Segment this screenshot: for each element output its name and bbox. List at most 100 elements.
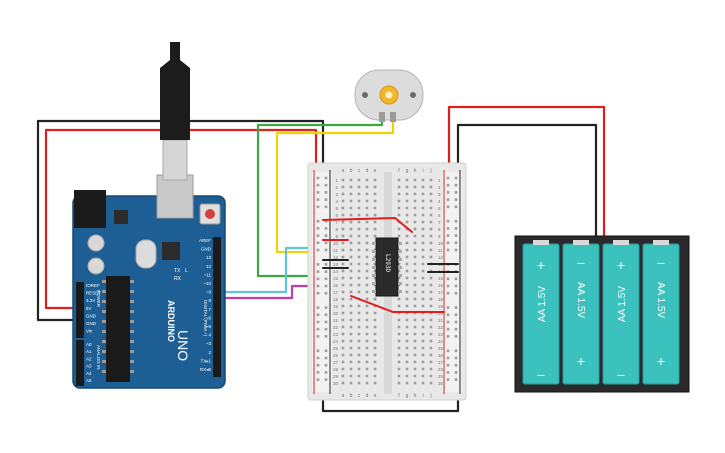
rail-hole[interactable]	[446, 335, 450, 338]
breadboard-hole[interactable]	[365, 248, 369, 252]
rail-hole[interactable]	[454, 306, 458, 309]
breadboard-hole[interactable]	[357, 234, 361, 238]
breadboard-hole[interactable]	[405, 367, 409, 371]
breadboard-hole[interactable]	[349, 290, 353, 294]
rail-hole[interactable]	[316, 198, 320, 201]
breadboard-hole[interactable]	[357, 206, 361, 210]
breadboard-hole[interactable]	[421, 199, 425, 203]
breadboard-hole[interactable]	[373, 269, 377, 273]
breadboard-hole[interactable]	[429, 346, 433, 350]
breadboard-hole[interactable]	[341, 360, 345, 364]
breadboard-hole[interactable]	[349, 213, 353, 217]
breadboard-hole[interactable]	[421, 241, 425, 245]
breadboard-hole[interactable]	[365, 227, 369, 231]
breadboard-hole[interactable]	[421, 234, 425, 238]
breadboard-hole[interactable]	[413, 269, 417, 273]
breadboard-hole[interactable]	[405, 234, 409, 238]
rail-hole[interactable]	[446, 371, 450, 374]
rail-hole[interactable]	[316, 270, 320, 273]
breadboard-hole[interactable]	[405, 332, 409, 336]
breadboard-hole[interactable]	[349, 276, 353, 280]
rail-hole[interactable]	[446, 241, 450, 245]
rail-hole[interactable]	[446, 176, 450, 180]
rail-hole[interactable]	[316, 191, 320, 194]
rail-hole[interactable]	[316, 356, 320, 360]
breadboard-hole[interactable]	[405, 178, 409, 182]
breadboard-hole[interactable]	[429, 213, 433, 217]
breadboard-hole[interactable]	[373, 374, 377, 378]
rail-hole[interactable]	[446, 363, 450, 367]
breadboard-hole[interactable]	[365, 255, 369, 259]
breadboard-hole[interactable]	[397, 318, 401, 322]
breadboard-hole[interactable]	[349, 227, 353, 231]
rail-hole[interactable]	[324, 191, 328, 194]
breadboard-hole[interactable]	[421, 332, 425, 336]
breadboard-hole[interactable]	[365, 262, 369, 266]
rail-hole[interactable]	[324, 378, 328, 381]
rail-hole[interactable]	[316, 349, 320, 353]
breadboard-hole[interactable]	[397, 185, 401, 189]
breadboard-hole[interactable]	[373, 311, 377, 315]
rail-hole[interactable]	[446, 327, 450, 331]
breadboard-hole[interactable]	[405, 346, 409, 350]
breadboard-hole[interactable]	[373, 213, 377, 217]
breadboard-hole[interactable]	[341, 283, 345, 287]
breadboard-hole[interactable]	[365, 192, 369, 196]
rail-hole[interactable]	[324, 284, 328, 288]
rail-hole[interactable]	[446, 349, 450, 353]
breadboard-hole[interactable]	[429, 381, 433, 385]
rail-hole[interactable]	[454, 227, 458, 230]
breadboard-hole[interactable]	[349, 178, 353, 182]
rail-hole[interactable]	[454, 219, 458, 223]
breadboard-hole[interactable]	[341, 199, 345, 203]
breadboard-hole[interactable]	[429, 185, 433, 189]
breadboard-hole[interactable]	[365, 360, 369, 364]
breadboard-hole[interactable]	[413, 178, 417, 182]
breadboard-hole[interactable]	[429, 360, 433, 364]
wire-red-arduino-5v[interactable]	[44, 128, 318, 310]
breadboard-hole[interactable]	[341, 276, 345, 280]
breadboard-hole[interactable]	[429, 255, 433, 259]
breadboard-hole[interactable]	[373, 339, 377, 343]
breadboard-hole[interactable]	[373, 381, 377, 385]
breadboard-hole[interactable]	[397, 325, 401, 329]
breadboard-hole[interactable]	[405, 297, 409, 301]
breadboard-hole[interactable]	[397, 234, 401, 238]
breadboard-hole[interactable]	[373, 353, 377, 357]
breadboard-hole[interactable]	[365, 297, 369, 301]
breadboard-hole[interactable]	[421, 367, 425, 371]
breadboard-hole[interactable]	[357, 262, 361, 266]
breadboard-hole[interactable]	[357, 332, 361, 336]
breadboard-hole[interactable]	[365, 220, 369, 224]
breadboard-hole[interactable]	[405, 262, 409, 266]
breadboard-hole[interactable]	[413, 360, 417, 364]
breadboard-hole[interactable]	[421, 374, 425, 378]
breadboard-hole[interactable]	[429, 178, 433, 182]
breadboard-hole[interactable]	[429, 227, 433, 231]
breadboard-hole[interactable]	[365, 290, 369, 294]
breadboard-hole[interactable]	[349, 318, 353, 322]
rail-hole[interactable]	[324, 248, 328, 252]
breadboard-hole[interactable]	[341, 192, 345, 196]
breadboard-hole[interactable]	[421, 262, 425, 266]
rail-hole[interactable]	[324, 270, 328, 273]
breadboard-hole[interactable]	[421, 304, 425, 308]
breadboard-hole[interactable]	[357, 374, 361, 378]
breadboard-hole[interactable]	[397, 276, 401, 280]
breadboard-hole[interactable]	[341, 325, 345, 329]
rail-hole[interactable]	[324, 183, 328, 187]
breadboard-hole[interactable]	[405, 276, 409, 280]
rail-hole[interactable]	[454, 320, 458, 324]
rail-hole[interactable]	[316, 378, 320, 381]
breadboard-hole[interactable]	[421, 353, 425, 357]
breadboard-hole[interactable]	[349, 353, 353, 357]
breadboard-hole[interactable]	[413, 276, 417, 280]
breadboard-hole[interactable]	[429, 290, 433, 294]
breadboard-hole[interactable]	[365, 339, 369, 343]
dc-motor[interactable]	[354, 69, 424, 122]
breadboard-hole[interactable]	[357, 276, 361, 280]
rail-hole[interactable]	[324, 327, 328, 331]
breadboard-hole[interactable]	[365, 381, 369, 385]
breadboard-hole[interactable]	[349, 325, 353, 329]
rail-hole[interactable]	[446, 227, 450, 230]
